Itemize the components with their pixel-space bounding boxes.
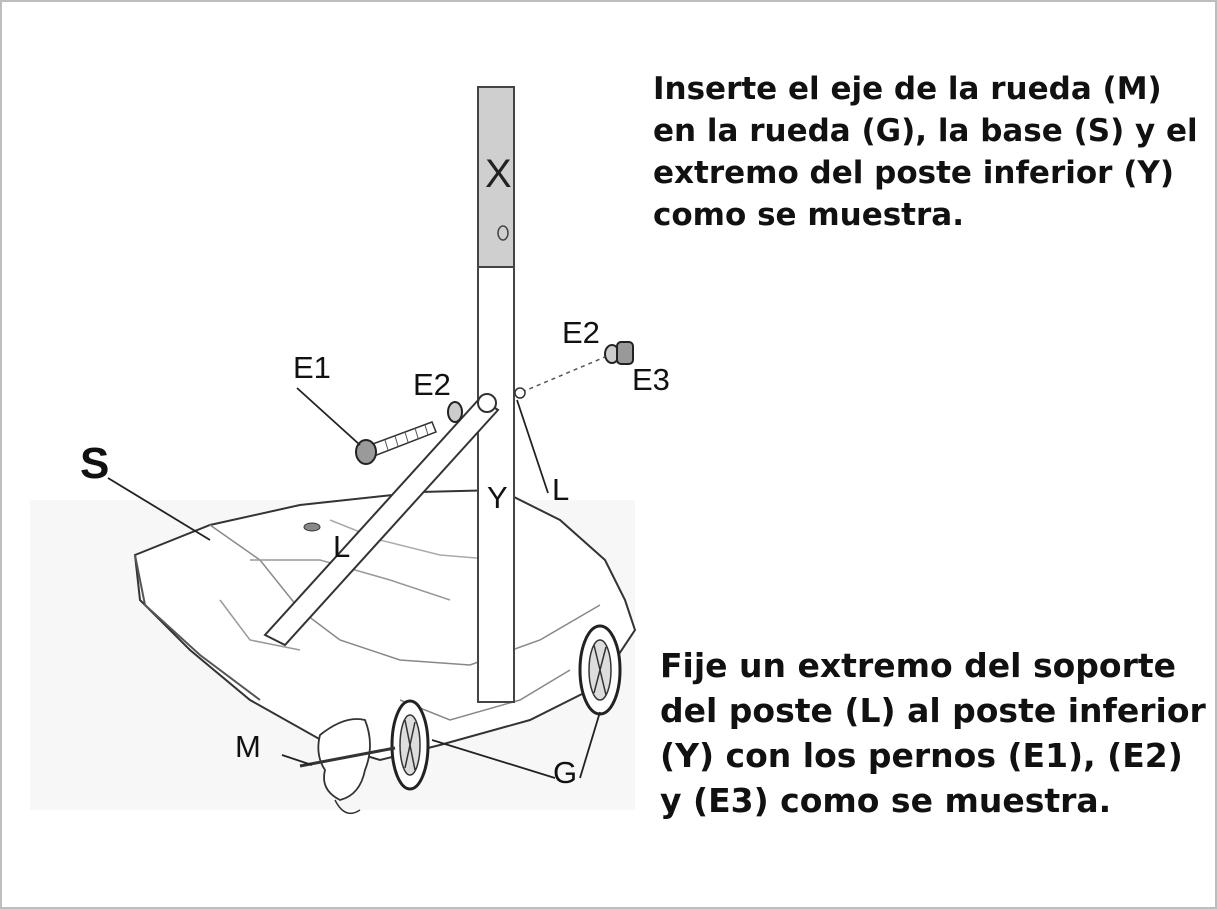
wheel-right xyxy=(578,624,622,716)
leader-lines xyxy=(107,387,601,779)
label-l-top: L xyxy=(552,472,569,507)
lower-pole xyxy=(477,266,515,703)
label-x: X xyxy=(485,152,512,196)
instruction-step-2: Fije un extremo del soporte del poste (L… xyxy=(660,646,1206,820)
washer-e2-left xyxy=(447,401,463,423)
washer-nut-right xyxy=(604,341,634,365)
label-e2-right: E2 xyxy=(562,315,600,350)
label-e3: E3 xyxy=(632,362,670,397)
wheel-left xyxy=(390,699,430,791)
upper-pole xyxy=(477,86,515,268)
label-y: Y xyxy=(487,480,508,515)
label-m: M xyxy=(235,729,261,764)
hand-with-axle xyxy=(299,718,396,815)
pole-hole-icon xyxy=(497,225,509,241)
label-s: S xyxy=(80,439,109,488)
pole-bolt-end xyxy=(514,387,526,399)
pole-brace xyxy=(263,393,500,647)
instruction-step-1: Inserte el eje de la rueda (M) en la rue… xyxy=(653,71,1198,233)
label-e2-left: E2 xyxy=(413,367,451,402)
label-l-bottom: L xyxy=(333,529,350,564)
bolt-e1 xyxy=(355,421,437,465)
alignment-line xyxy=(521,356,606,393)
label-g: G xyxy=(553,755,577,790)
label-e1: E1 xyxy=(293,350,331,385)
